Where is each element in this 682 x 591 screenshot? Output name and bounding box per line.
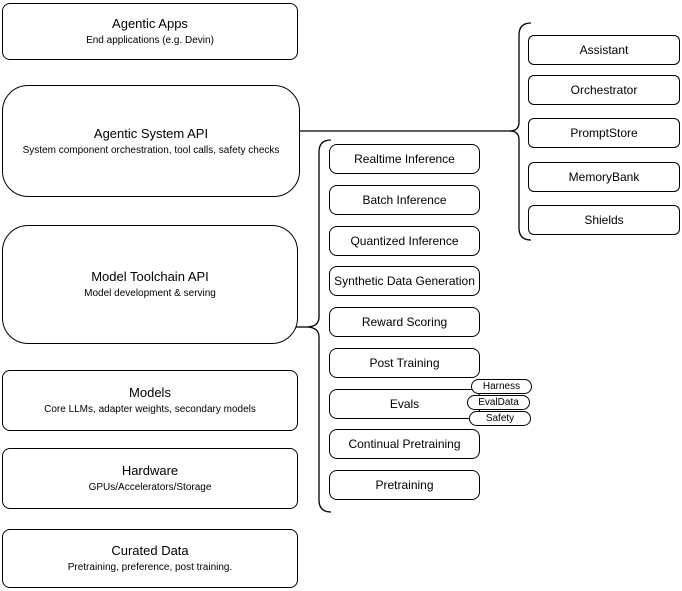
node-evals: Evals: [329, 389, 480, 419]
node-post-training: Post Training: [329, 348, 480, 378]
node-subtitle: GPUs/Accelerators/Storage: [88, 482, 212, 493]
node-memorybank: MemoryBank: [528, 162, 680, 192]
node-promptstore: PromptStore: [528, 118, 680, 148]
node-hardware: Hardware GPUs/Accelerators/Storage: [2, 448, 298, 509]
node-subtitle: Model development & serving: [84, 288, 216, 299]
tag-harness: Harness: [471, 379, 532, 394]
node-title: Agentic Apps: [112, 16, 188, 31]
node-synthetic-data-generation: Synthetic Data Generation: [329, 266, 480, 296]
node-title: Agentic System API: [93, 125, 209, 141]
node-reward-scoring: Reward Scoring: [329, 307, 480, 337]
node-batch-inference: Batch Inference: [329, 185, 480, 215]
node-models: Models Core LLMs, adapter weights, secon…: [2, 370, 298, 431]
node-title: Model Toolchain API: [91, 269, 209, 284]
node-agentic-apps: Agentic Apps End applications (e.g. Devi…: [2, 3, 298, 60]
node-model-toolchain-api: Model Toolchain API Model development & …: [2, 225, 298, 344]
node-title: Hardware: [121, 463, 179, 478]
node-title: Curated Data: [111, 543, 189, 558]
node-quantized-inference: Quantized Inference: [329, 226, 480, 256]
node-curated-data: Curated Data Pretraining, preference, po…: [2, 529, 298, 588]
node-realtime-inference: Realtime Inference: [329, 144, 480, 174]
node-pretraining: Pretraining: [329, 470, 480, 500]
node-shields: Shields: [528, 205, 680, 235]
node-subtitle: End applications (e.g. Devin): [86, 35, 214, 46]
node-continual-pretraining: Continual Pretraining: [329, 429, 480, 459]
node-subtitle: Pretraining, preference, post training.: [67, 562, 233, 573]
node-assistant: Assistant: [528, 35, 680, 65]
tag-safety: Safety: [469, 411, 531, 426]
node-subtitle: System component orchestration, tool cal…: [22, 144, 280, 156]
node-agentic-system-api: Agentic System API System component orch…: [2, 85, 300, 197]
node-title: Models: [129, 385, 171, 400]
node-orchestrator: Orchestrator: [528, 75, 680, 105]
brace-toolchain: [305, 139, 332, 513]
node-subtitle: Core LLMs, adapter weights, secondary mo…: [44, 404, 256, 415]
tag-evaldata: EvalData: [467, 395, 530, 410]
